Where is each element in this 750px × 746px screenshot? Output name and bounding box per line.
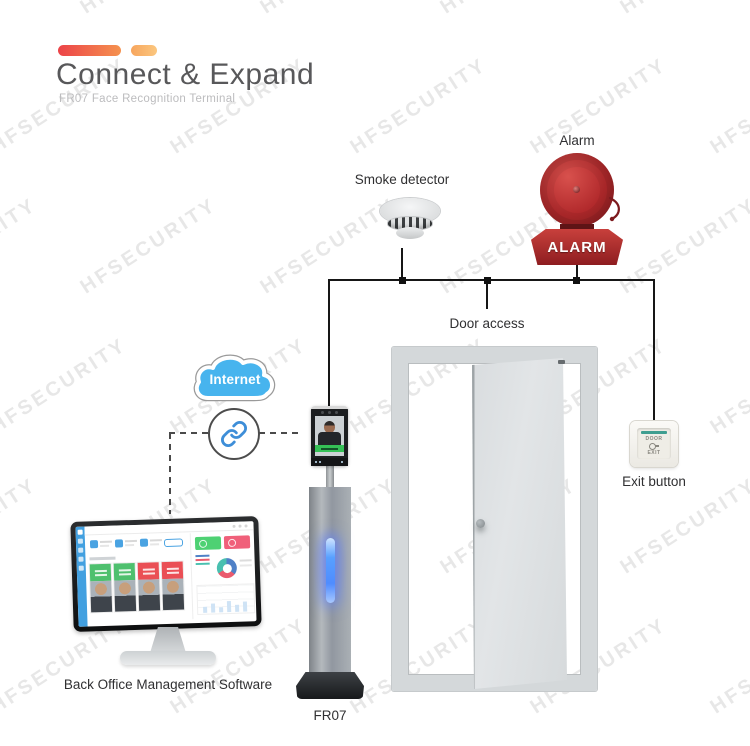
exit-button-device: DOOR EXIT [630,421,678,467]
door-access-label: Door access [449,316,525,331]
watermark-text: HFSECURITY [0,0,41,19]
page-subtitle: FR07 Face Recognition Terminal [59,93,236,105]
donut-chart [216,557,238,579]
dashboard-stat [139,538,164,551]
exit-button-text-exit: EXIT [647,450,661,456]
terminal-statusbar [311,458,348,466]
chain-link-icon [221,421,247,447]
watermark-text: HFSECURITY [166,613,311,719]
alarm-bell [540,153,614,227]
exit-button-text-door: DOOR [645,436,663,442]
watermark-text: HFSECURITY [0,473,41,579]
exit-button-teal-bar [641,431,667,434]
terminal-display [315,416,344,456]
terminal-led-strip [326,538,335,603]
camera-dot-icon [328,411,331,414]
header-accent-bar-small [131,45,157,56]
internet-cloud: Internet [191,348,279,408]
watermark-text: HFSECURITY [616,473,750,579]
chart-caption [239,559,252,562]
software-label: Back Office Management Software [63,677,273,692]
camera-dot-icon [321,411,324,414]
dashboard-button [163,538,184,548]
door [392,347,597,691]
face-avatar [324,421,335,433]
camera-dot-icon [335,411,338,414]
terminal-screen-unit [311,406,348,466]
dashed-line-to-software [169,433,171,514]
line-to-exit-button [653,279,655,421]
door-hinge [558,360,565,364]
smoke-detector-device [378,196,442,248]
mini-bar-chart [196,583,256,616]
line-to-alarm [576,250,578,280]
exit-button-face: DOOR EXIT [637,428,671,459]
alarm-label: Alarm [559,133,595,148]
dashboard-stat [114,539,139,552]
key-icon [649,443,659,450]
cloud-icon [193,354,276,402]
smoke-detector-vents [388,217,432,230]
dashboard-stat [89,540,114,553]
alarm-body: ALARM [531,229,623,265]
watermark-text: HFSECURITY [346,53,491,159]
monitor-stand-base [120,651,216,665]
terminal-base [296,672,364,699]
watermark-text: HFSECURITY [706,53,750,159]
face-avatar-body [318,432,341,446]
junction-dot [573,277,580,284]
dashed-line-left [169,432,211,434]
person-card [89,563,113,613]
door-panel [472,358,567,689]
door-knob [476,519,485,528]
line-to-smoke-detector [401,248,403,280]
monitor-stand-neck [150,627,186,653]
dashed-line-right [259,432,302,434]
terminal-label: FR07 [313,708,347,723]
alarm-neck [560,224,594,231]
watermark-text: HFSECURITY [706,613,750,719]
watermark-text: HFSECURITY [256,0,401,19]
link-node [208,408,260,460]
watermark-text: HFSECURITY [76,193,221,299]
dashboard-pink-card [223,535,251,550]
alarm-device-text: ALARM [547,238,607,256]
recognition-bar [315,445,344,452]
dashboard-green-card [194,536,222,551]
watermark-text: HFSECURITY [76,0,221,19]
monitor [70,516,262,632]
watermark-text: HFSECURITY [436,0,581,19]
dashboard-divider [189,533,194,620]
terminal-pole-neck [326,466,334,488]
bus-line [329,279,655,281]
dashboard-screen [75,521,257,627]
smoke-detector-label: Smoke detector [354,172,450,187]
internet-label: Internet [209,372,261,387]
junction-dot [399,277,406,284]
watermark-text: HFSECURITY [706,333,750,439]
dashboard-section-title [89,556,116,561]
dashboard-sidebar [75,526,88,627]
watermark-text: HFSECURITY [616,0,750,19]
header-accent-bar [58,45,121,56]
watermark-text: HFSECURITY [616,193,750,299]
alarm-striker [608,196,620,222]
smoke-detector-dome [396,227,424,239]
watermark-text: HFSECURITY [0,193,41,299]
exit-button-label: Exit button [622,474,686,489]
line-to-door-access [486,279,488,309]
watermark-text: HFSECURITY [0,333,131,439]
chart-legend [195,554,210,567]
page-title: Connect & Expand [56,58,315,91]
person-card [113,562,137,612]
junction-dot [484,277,491,284]
alarm-bell-pin [573,186,580,193]
person-card [161,561,185,611]
line-to-terminal [328,279,330,407]
person-card [137,562,161,611]
